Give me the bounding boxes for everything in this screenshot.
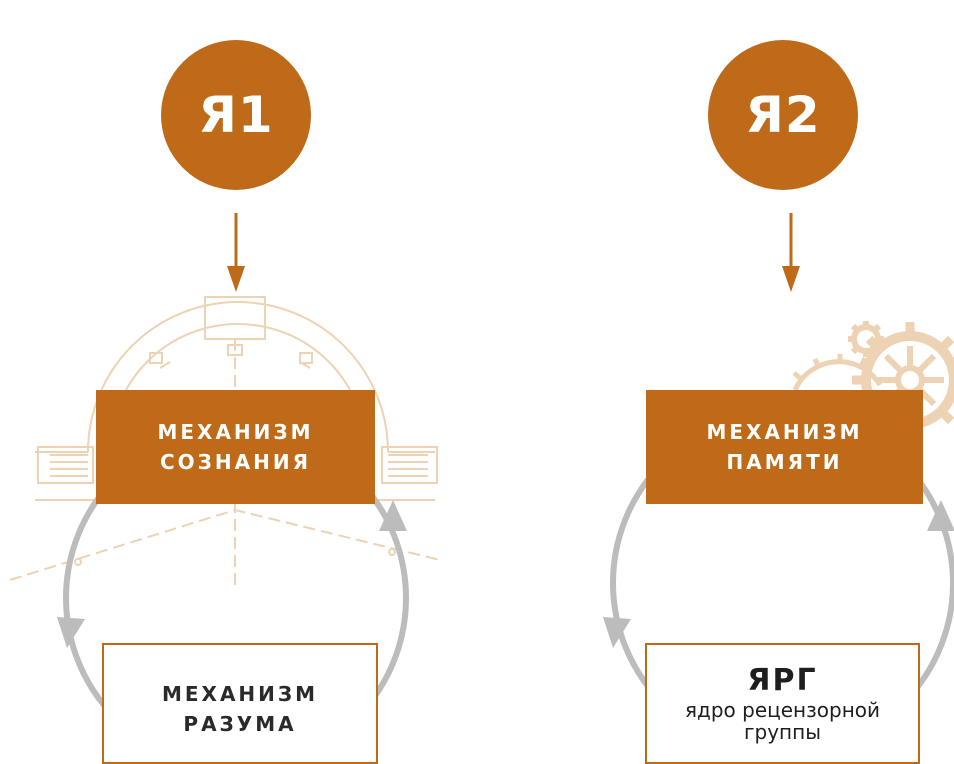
memory-mechanism-box: МЕХАНИЗМ ПАМЯТИ [646, 390, 923, 504]
right-cycle-arrowhead-down [603, 617, 631, 648]
yarg-subtitle-line-2: группы [744, 720, 821, 744]
small-gear-icon [848, 321, 884, 357]
medium-gear-icon [792, 354, 883, 392]
reason-box-line-1: МЕХАНИЗМ [161, 682, 319, 706]
ya1-label: Я1 [198, 86, 274, 144]
ya2-label: Я2 [745, 86, 821, 144]
memory-box-line-2: ПАМЯТИ [726, 450, 843, 474]
right-down-arrow [782, 213, 800, 292]
right-cycle-arrowhead-up [927, 500, 954, 531]
consciousness-box-line-1: МЕХАНИЗМ [157, 420, 314, 444]
consciousness-box-line-2: СОЗНАНИЯ [160, 450, 311, 474]
yarg-subtitle-line-1: ядро рецензорной [684, 698, 881, 722]
memory-box-line-1: МЕХАНИЗМ [706, 420, 863, 444]
ya2-circle: Я2 [708, 40, 858, 190]
reason-mechanism-box: МЕХАНИЗМ РАЗУМА [102, 643, 378, 764]
left-cycle-arrowhead-down [57, 617, 85, 648]
left-down-arrow [227, 213, 245, 292]
reason-box-line-2: РАЗУМА [183, 712, 297, 736]
left-cycle-arrowhead-up [379, 500, 407, 531]
consciousness-mechanism-box: МЕХАНИЗМ СОЗНАНИЯ [96, 390, 375, 504]
yarg-box: ЯРГ ядро рецензорной группы [645, 643, 920, 764]
ya1-circle: Я1 [161, 40, 311, 190]
yarg-title: ЯРГ [747, 663, 818, 698]
